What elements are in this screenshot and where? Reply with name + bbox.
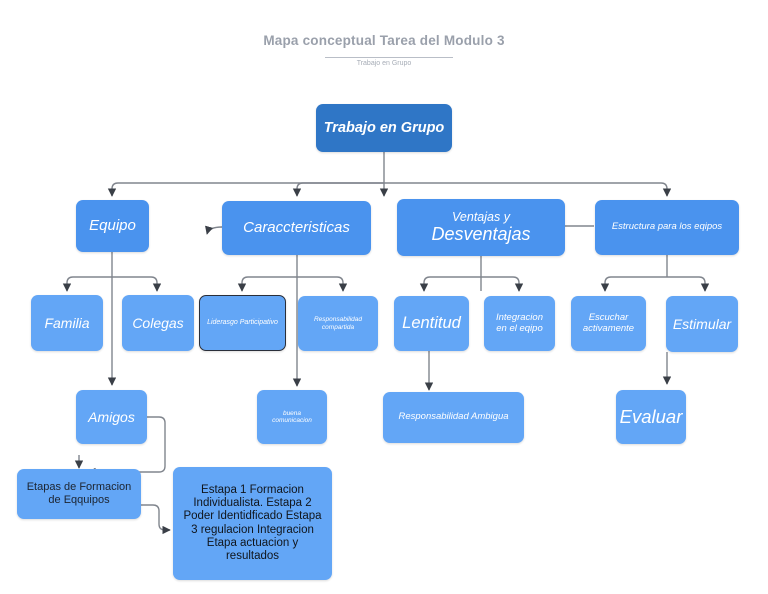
node-liderasgo-participativo[interactable]: Liderasgo Participativo (199, 295, 286, 351)
node-familia[interactable]: Familia (31, 295, 103, 351)
title-divider (325, 57, 453, 58)
node-label: buena comunicacion (272, 409, 312, 424)
node-caraccteristicas[interactable]: Caraccteristicas (222, 201, 371, 255)
node-integracion-en-el-eqipo[interactable]: Integracion en el eqipo (484, 296, 555, 351)
node-label: Responsabilidad Ambigua (398, 411, 509, 423)
node-lentitud[interactable]: Lentitud (394, 296, 469, 351)
node-estimular[interactable]: Estimular (666, 296, 738, 352)
node-responsabilidad-ambigua[interactable]: Responsabilidad Ambigua (383, 392, 524, 443)
node-label-line1: Ventajas y (452, 209, 510, 224)
node-responsabilidad-compartida[interactable]: Responsabilidad compartida (298, 296, 378, 351)
node-equipo[interactable]: Equipo (76, 200, 149, 252)
node-label: Equipo (89, 217, 136, 235)
node-label: Trabajo en Grupo (323, 119, 445, 136)
node-label: Estimular (672, 315, 732, 332)
node-colegas[interactable]: Colegas (122, 295, 194, 351)
node-label: Etapas de Formacion de Eqquipos (26, 481, 132, 506)
node-label: Escuchar activamente (582, 311, 635, 334)
node-estructura-para-los-eqipos[interactable]: Estructura para los eqipos (595, 200, 739, 255)
node-label: Evaluar (619, 406, 683, 428)
node-label: Amigos (88, 408, 135, 425)
node-escuchar-activamente[interactable]: Escuchar activamente (571, 296, 646, 351)
node-ventajas-y-desventajas[interactable]: Ventajas y Desventajas (397, 199, 565, 256)
node-etapas-detalle[interactable]: Estapa 1 Formacion Individualista. Estap… (173, 467, 332, 580)
node-label: Colegas (132, 314, 184, 331)
node-trabajo-en-grupo[interactable]: Trabajo en Grupo (316, 104, 452, 152)
node-label: Integracion en el eqipo (495, 311, 543, 334)
node-label: Estructura para los eqipos (611, 221, 723, 233)
node-amigos[interactable]: Amigos (76, 390, 147, 444)
node-evaluar[interactable]: Evaluar (616, 390, 686, 444)
node-label: Caraccteristicas (243, 219, 350, 237)
node-label: Responsabilidad compartida (313, 316, 363, 331)
node-label: Familia (44, 314, 90, 331)
node-buena-comunicacion[interactable]: buena comunicacion (257, 390, 327, 444)
node-etapas-de-formacion-de-eqquipos[interactable]: Etapas de Formacion de Eqquipos (17, 469, 141, 519)
node-label: Lentitud (402, 314, 461, 333)
node-label: Liderasgo Participativo (207, 318, 278, 326)
node-label: Estapa 1 Formacion Individualista. Estap… (183, 483, 322, 562)
page-subtitle: Trabajo en Grupo (356, 60, 412, 67)
node-label-line2: Desventajas (431, 224, 531, 245)
page-title: Mapa conceptual Tarea del Modulo 3 (263, 33, 505, 48)
